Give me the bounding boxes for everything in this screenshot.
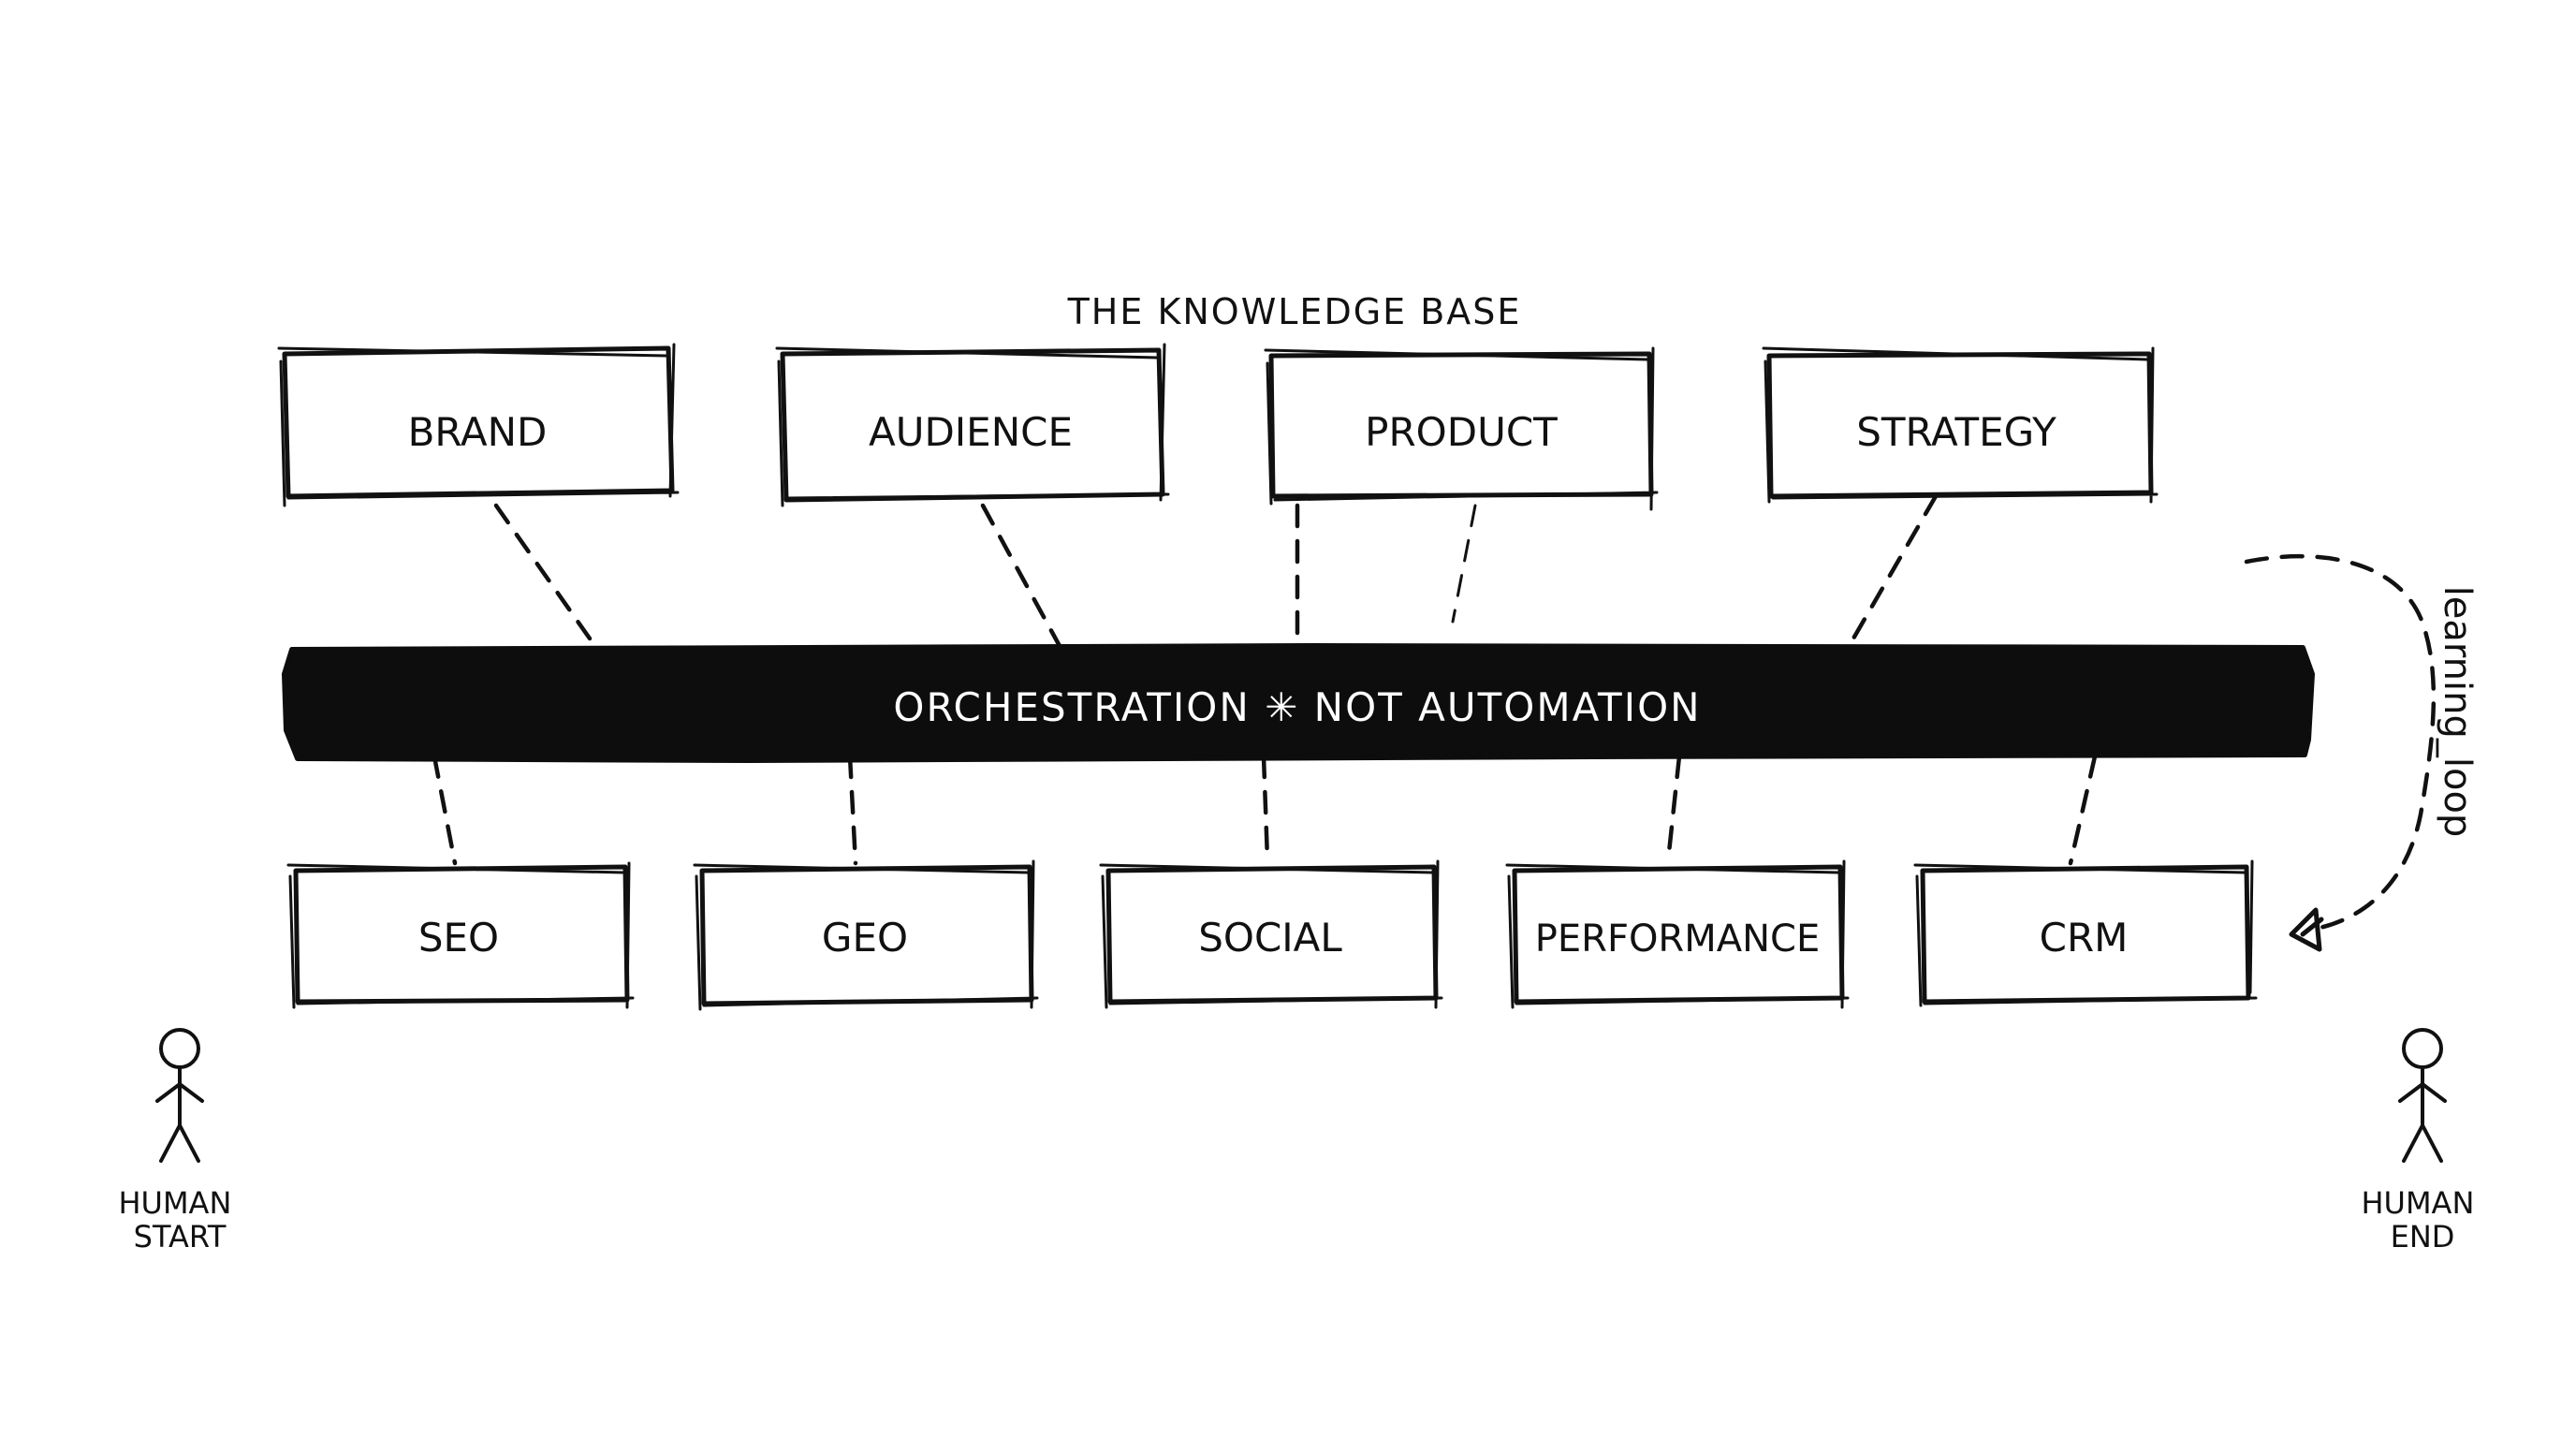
- channel-label-performance: PERFORMANCE: [1535, 917, 1820, 961]
- orchestration-bar: ORCHESTRATION ✳ NOT AUTOMATION: [282, 643, 2315, 763]
- knowledge-box-brand: BRAND: [277, 343, 680, 507]
- orchestration-label: ORCHESTRATION ✳ NOT AUTOMATION: [893, 684, 1701, 730]
- channel-label-geo: GEO: [822, 915, 908, 961]
- channel-box-performance: PERFORMANCE: [1505, 859, 1850, 1009]
- channel-box-crm: CRM: [1913, 859, 2258, 1007]
- human-start-line-2: START: [134, 1219, 227, 1255]
- human-start-label: HUMAN START: [118, 1185, 241, 1255]
- human-end-label: HUMAN END: [2361, 1185, 2483, 1255]
- knowledge-label-audience: AUDIENCE: [869, 409, 1073, 455]
- knowledge-label-strategy: STRATEGY: [1856, 409, 2056, 455]
- knowledge-connectors: [493, 493, 1939, 649]
- channel-label-seo: SEO: [418, 915, 499, 961]
- diagram-title: THE KNOWLEDGE BASE: [1067, 291, 1522, 332]
- channel-label-crm: CRM: [2040, 915, 2129, 961]
- channel-box-seo: SEO: [286, 861, 635, 1009]
- human-end-line-2: END: [2391, 1219, 2455, 1255]
- human-start-line-1: HUMAN: [118, 1185, 231, 1221]
- knowledge-box-product: PRODUCT: [1264, 346, 1659, 511]
- channel-box-geo: GEO: [693, 859, 1039, 1011]
- knowledge-label-brand: BRAND: [408, 409, 548, 455]
- human-end-line-1: HUMAN: [2361, 1185, 2474, 1221]
- channel-connectors: [432, 754, 2098, 866]
- channel-box-social: SOCIAL: [1099, 859, 1443, 1009]
- learning-loop-label: learning_loop: [2436, 586, 2479, 838]
- knowledge-box-audience: AUDIENCE: [775, 343, 1170, 507]
- human-start-figure-icon: [155, 1028, 204, 1163]
- knowledge-label-product: PRODUCT: [1365, 409, 1558, 455]
- learning-loop-arrow: learning_loop: [2244, 553, 2479, 952]
- knowledge-box-strategy: STRATEGY: [1762, 346, 2159, 504]
- human-end-figure-icon: [2398, 1028, 2447, 1163]
- channel-label-social: SOCIAL: [1198, 915, 1342, 961]
